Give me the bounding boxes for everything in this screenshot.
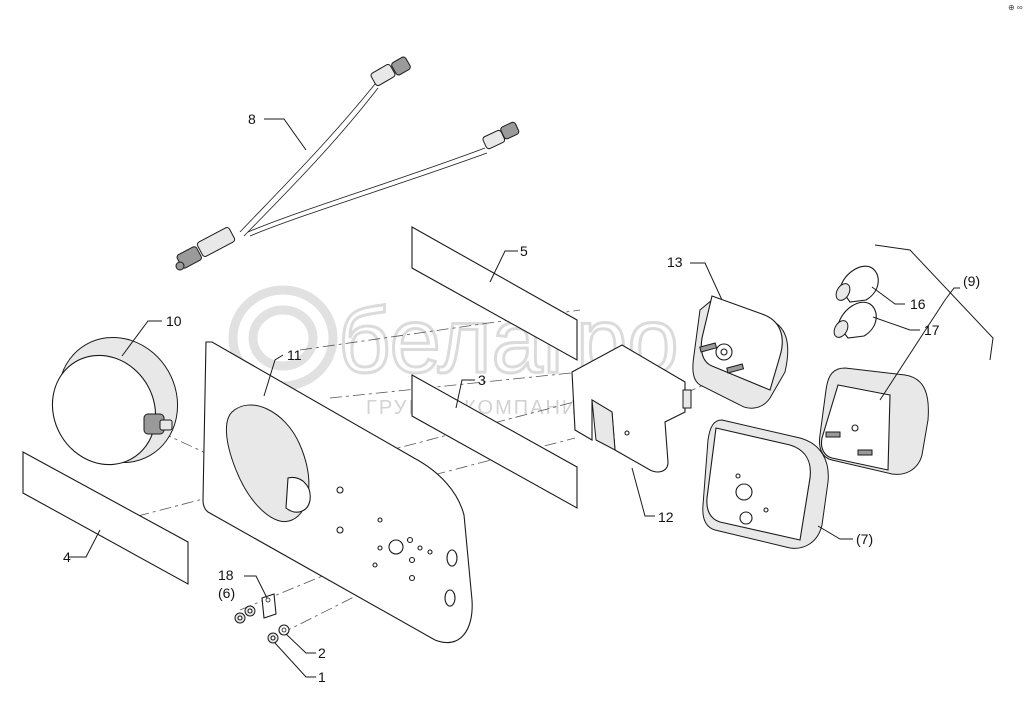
washer-2 (278, 624, 290, 636)
label-11: 11 (287, 347, 302, 363)
label-5: 5 (520, 243, 528, 259)
label-3: 3 (478, 372, 486, 388)
label-1: 1 (318, 669, 326, 685)
bracket (571, 344, 692, 473)
label-9: (9) (963, 273, 980, 289)
corner-mark: ⊕ ∞ (1008, 3, 1023, 12)
mounting-plate (202, 341, 473, 644)
lamp-body-9 (819, 367, 929, 475)
label-18: 18 (218, 567, 234, 583)
lamp-housing-13 (692, 295, 789, 409)
label-10: 10 (166, 313, 182, 329)
sticker-3 (411, 374, 578, 509)
sticker-4 (22, 451, 189, 585)
nut-6 (234, 605, 256, 624)
label-13: 13 (667, 254, 683, 270)
clip-18 (261, 593, 277, 619)
bulb-16 (835, 265, 879, 303)
label-4: 4 (63, 549, 71, 565)
y-cable-harness (175, 56, 520, 271)
nut-1 (267, 632, 279, 644)
lamp-cover-7 (702, 419, 829, 549)
label-6: (6) (218, 585, 235, 601)
label-17: 17 (924, 322, 940, 338)
part-labels: 8 5 3 4 10 11 13 12 16 17 (9) (7) 18 (6)… (63, 111, 980, 685)
sticker-5 (411, 226, 578, 361)
label-7: (7) (856, 531, 873, 547)
label-8: 8 (248, 111, 256, 127)
label-12: 12 (658, 509, 674, 525)
label-16: 16 (910, 296, 926, 312)
round-lamp (51, 336, 179, 466)
bulb-17 (833, 301, 877, 339)
label-2: 2 (318, 645, 326, 661)
leader-lines (68, 118, 994, 678)
